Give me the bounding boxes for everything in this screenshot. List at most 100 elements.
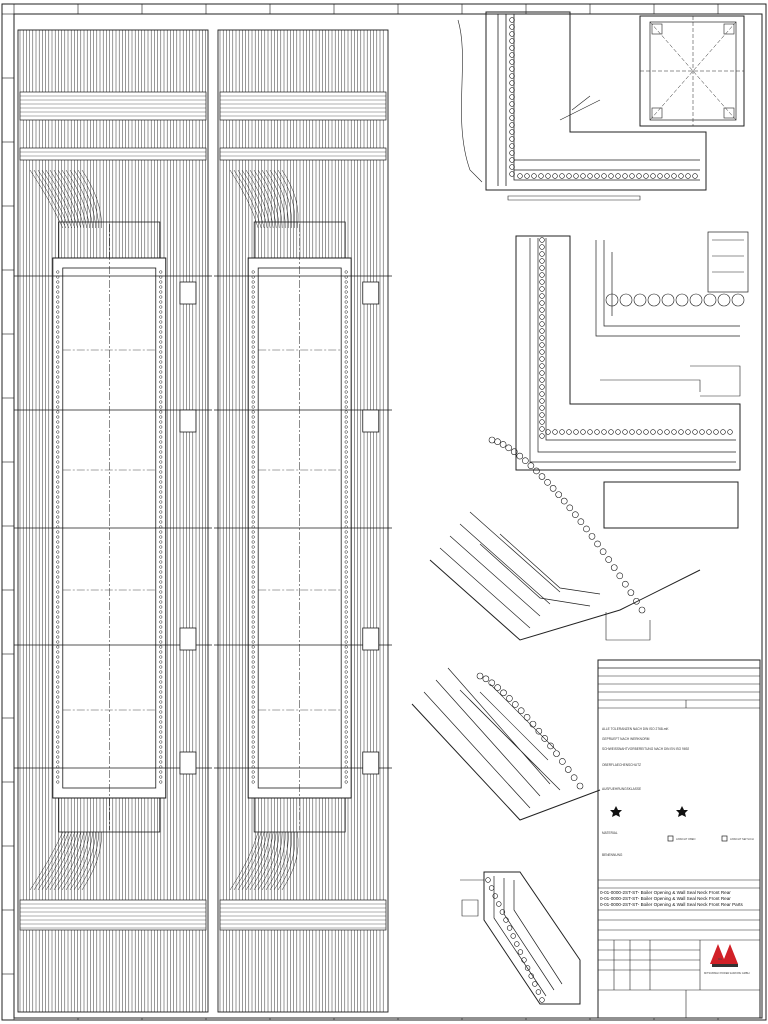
- stud-mark: [159, 310, 163, 314]
- stud-mark: [344, 515, 348, 519]
- stud-mark: [344, 305, 348, 309]
- bent-tube: [241, 169, 268, 229]
- tube-circle: [539, 356, 545, 362]
- angled-seal-detail-1: [429, 511, 701, 641]
- stud-mark: [251, 625, 255, 629]
- elevation-border: [217, 29, 389, 1013]
- side-bracket: [179, 409, 197, 433]
- stud-mark: [251, 605, 255, 609]
- stud-mark: [56, 770, 60, 774]
- tube-circle: [509, 66, 515, 72]
- bent-tube: [61, 831, 88, 891]
- stud-mark: [251, 410, 255, 414]
- stud-mark: [159, 710, 163, 714]
- tb-note-3: SCHWEISSNAHTVORBEREITUNG NACH DIN EN ISO…: [602, 747, 689, 751]
- bent-tube: [245, 169, 271, 229]
- bent-tube: [33, 831, 66, 891]
- stud-mark: [251, 700, 255, 704]
- tube-circle: [643, 173, 649, 179]
- stud-mark: [159, 370, 163, 374]
- stud-mark: [344, 560, 348, 564]
- stud-mark: [56, 775, 60, 779]
- stud-mark: [159, 390, 163, 394]
- tube-circle: [720, 429, 726, 435]
- side-bracket: [179, 281, 197, 305]
- stud-mark: [56, 780, 60, 784]
- stud-mark: [251, 755, 255, 759]
- stud-mark: [344, 680, 348, 684]
- bent-tube: [45, 169, 75, 229]
- tube-circle: [570, 774, 578, 781]
- stud-mark: [251, 340, 255, 344]
- tube-circle: [566, 504, 574, 512]
- tube-circle: [517, 949, 524, 955]
- bent-tube: [257, 169, 280, 229]
- tube-circle: [509, 38, 515, 44]
- stud-mark: [251, 495, 255, 499]
- stud-mark: [251, 390, 255, 394]
- tube-circle: [544, 479, 551, 486]
- sheet-outer-frame: [1, 3, 767, 1021]
- tube-circle: [509, 87, 515, 93]
- stud-mark: [56, 610, 60, 614]
- stud-mark: [159, 640, 163, 644]
- stud-mark: [56, 510, 60, 514]
- bottom-seal-detail: [460, 871, 581, 1005]
- side-bracket: [362, 627, 380, 651]
- tube-circle: [539, 237, 545, 243]
- tube-circle: [564, 766, 572, 773]
- tube-circle: [496, 901, 502, 907]
- tube-circle: [539, 307, 545, 313]
- tube-circle: [539, 300, 545, 306]
- tube-circle: [636, 429, 642, 435]
- tube-circle: [509, 136, 515, 142]
- stud-mark: [56, 340, 60, 344]
- stud-mark: [251, 320, 255, 324]
- tube-circle-large: [605, 293, 619, 307]
- stud-mark: [344, 310, 348, 314]
- tube-circle: [685, 429, 691, 435]
- bent-tube: [233, 831, 262, 891]
- stud-mark: [251, 430, 255, 434]
- section-box-detail: [639, 15, 745, 127]
- stud-mark: [159, 340, 163, 344]
- tube-circle: [573, 173, 579, 179]
- bent-tube: [261, 169, 283, 229]
- stud-mark: [56, 725, 60, 729]
- bent-tube: [61, 169, 88, 229]
- tube-circle: [527, 462, 535, 469]
- stud-mark: [251, 435, 255, 439]
- tube-circle: [539, 391, 545, 397]
- tube-circle: [539, 279, 545, 285]
- stud-mark: [159, 440, 163, 444]
- stud-mark: [251, 325, 255, 329]
- stud-mark: [251, 295, 255, 299]
- tube-circle: [566, 173, 572, 179]
- stud-mark: [251, 520, 255, 524]
- stud-mark: [251, 480, 255, 484]
- stud-mark: [159, 715, 163, 719]
- stud-mark: [251, 595, 255, 599]
- stud-mark: [251, 615, 255, 619]
- tube-circle: [545, 429, 551, 435]
- tube-circle: [587, 173, 593, 179]
- stud-mark: [56, 460, 60, 464]
- stud-mark: [159, 700, 163, 704]
- star-mark-left: [610, 806, 622, 817]
- stud-mark: [56, 690, 60, 694]
- stud-mark: [251, 440, 255, 444]
- stud-mark: [159, 770, 163, 774]
- stud-mark: [56, 365, 60, 369]
- tube-circle: [615, 429, 621, 435]
- tube-circle: [539, 286, 545, 292]
- tube-circle: [713, 429, 719, 435]
- tube-circle: [509, 52, 515, 58]
- stud-mark: [56, 395, 60, 399]
- tube-circle: [580, 429, 586, 435]
- tube-circle: [503, 917, 509, 923]
- bent-tube: [29, 169, 63, 229]
- stud-mark: [56, 455, 60, 459]
- stud-mark: [344, 645, 348, 649]
- stud-mark: [344, 545, 348, 549]
- bent-tube: [65, 169, 91, 229]
